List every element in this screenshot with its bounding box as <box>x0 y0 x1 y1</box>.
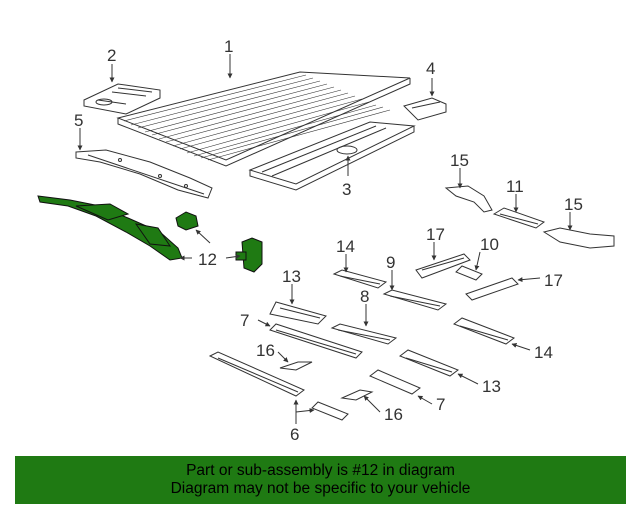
part-7-upper <box>269 323 363 359</box>
callout-11: 11 <box>506 177 524 196</box>
leader-lines <box>77 54 573 424</box>
callout-5: 5 <box>74 111 83 130</box>
part-10-block <box>455 265 483 281</box>
part-8-rail <box>330 323 398 345</box>
part-14-upper <box>332 269 388 289</box>
part-12-bracket-small <box>175 211 199 231</box>
callout-1: 1 <box>224 37 233 56</box>
callout-13-lower: 13 <box>482 377 501 396</box>
callout-7-upper: 7 <box>240 311 249 330</box>
callout-13-upper: 13 <box>282 267 301 286</box>
part-12-bracket-large <box>235 237 263 273</box>
part-15-left <box>444 185 493 213</box>
part-15-right <box>542 227 615 249</box>
part-16-lower <box>340 389 374 401</box>
part-6-short-rail <box>311 401 349 421</box>
part-13-lower <box>398 349 460 377</box>
callout-17-upper: 17 <box>426 225 445 244</box>
part-1-bed-floor <box>116 71 411 167</box>
callout-3: 3 <box>342 180 351 199</box>
callout-7-lower: 7 <box>436 395 445 414</box>
part-17-lower <box>465 277 519 301</box>
part-13-upper <box>269 301 327 325</box>
callout-12: 12 <box>198 250 217 269</box>
part-11-rail <box>492 207 546 229</box>
banner-line-part-number: Part or sub-assembly is #12 in diagram <box>186 462 455 479</box>
callout-16-lower: 16 <box>384 405 403 424</box>
callout-labels: 1 2 3 4 5 6 7 7 8 9 10 11 12 13 13 14 14… <box>74 37 583 444</box>
banner-line-disclaimer: Diagram may not be specific to your vehi… <box>170 480 471 497</box>
part-12-crossmember-assembly <box>37 195 183 261</box>
callout-6: 6 <box>290 425 299 444</box>
callout-2: 2 <box>107 46 116 65</box>
part-16-upper <box>279 361 313 371</box>
callout-15-left: 15 <box>450 151 469 170</box>
callout-16-upper: 16 <box>256 341 275 360</box>
part-17-upper <box>415 253 471 279</box>
callout-9: 9 <box>386 253 395 272</box>
part-14-lower <box>452 317 516 345</box>
part-7-lower <box>369 369 421 395</box>
callout-15-right: 15 <box>564 195 583 214</box>
callout-10: 10 <box>480 235 499 254</box>
part-3-floor-section <box>248 121 416 191</box>
vehicle-fit-banner: Part or sub-assembly is #12 in diagram D… <box>15 456 626 504</box>
part-4-bracket <box>403 97 447 121</box>
part-5-crossmember <box>75 149 213 199</box>
callout-4: 4 <box>426 59 435 78</box>
callout-14-lower: 14 <box>534 343 553 362</box>
callout-8: 8 <box>360 287 369 306</box>
part-6-long-rail <box>208 351 305 397</box>
callout-17-lower: 17 <box>544 271 563 290</box>
callout-14-upper: 14 <box>336 237 355 256</box>
part-9-rail <box>382 289 448 311</box>
part-2-panel <box>83 83 161 115</box>
